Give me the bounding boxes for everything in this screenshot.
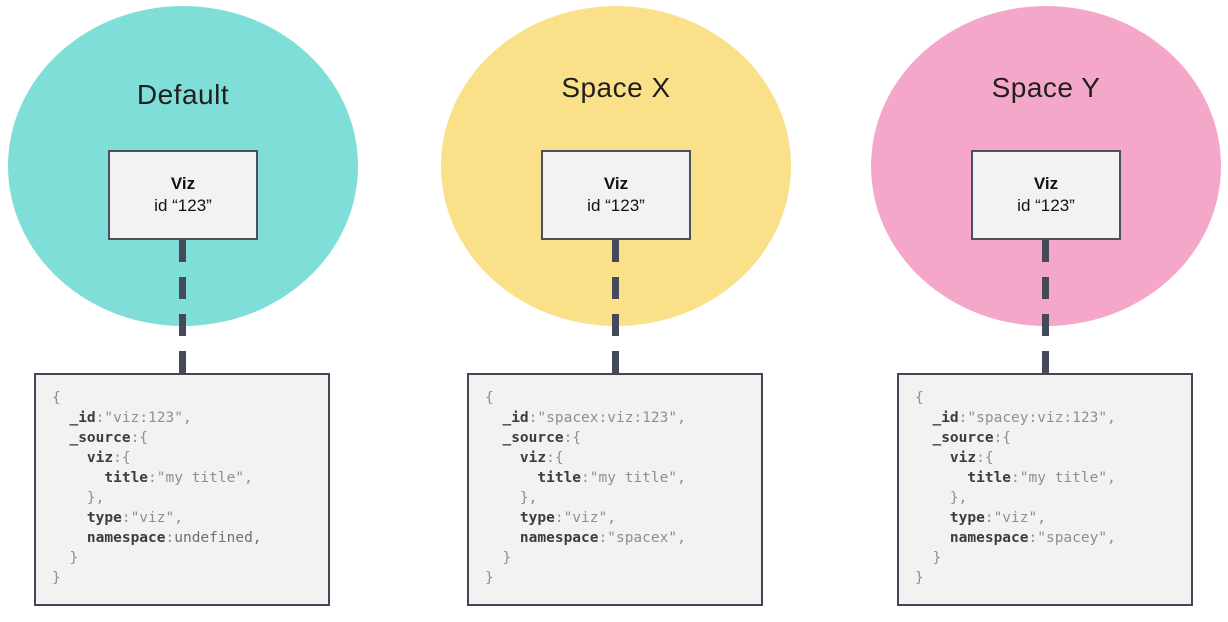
- viz-object-id: id “123”: [1017, 196, 1075, 215]
- space-x-title: Space X: [561, 72, 671, 103]
- viz-object-label: Viz: [1033, 174, 1059, 193]
- panel-space-x: Space X Viz id “123” { _id:"spacex:viz:1…: [441, 0, 791, 622]
- viz-object-box: Viz id “123”: [541, 150, 691, 240]
- dashed-connector: [612, 240, 619, 373]
- viz-object-id: id “123”: [587, 196, 645, 215]
- viz-object-id: id “123”: [154, 196, 212, 215]
- viz-object-box: Viz id “123”: [108, 150, 258, 240]
- dashed-connector: [179, 240, 186, 373]
- saved-object-code-box: { _id:"spacex:viz:123", _source:{ viz:{ …: [467, 373, 763, 606]
- saved-object-code-box: { _id:"spacey:viz:123", _source:{ viz:{ …: [897, 373, 1193, 606]
- viz-object-label: Viz: [170, 174, 196, 193]
- default-space-title: Default: [136, 79, 230, 110]
- saved-object-code-box: { _id:"viz:123", _source:{ viz:{ title:"…: [34, 373, 330, 606]
- space-y-title: Space Y: [991, 72, 1101, 103]
- panel-space-y: Space Y Viz id “123” { _id:"spacey:viz:1…: [871, 0, 1221, 622]
- dashed-connector: [1042, 240, 1049, 373]
- viz-object-label: Viz: [603, 174, 629, 193]
- panel-default: Default Viz id “123” { _id:"viz:123", _s…: [8, 0, 358, 622]
- viz-object-box: Viz id “123”: [971, 150, 1121, 240]
